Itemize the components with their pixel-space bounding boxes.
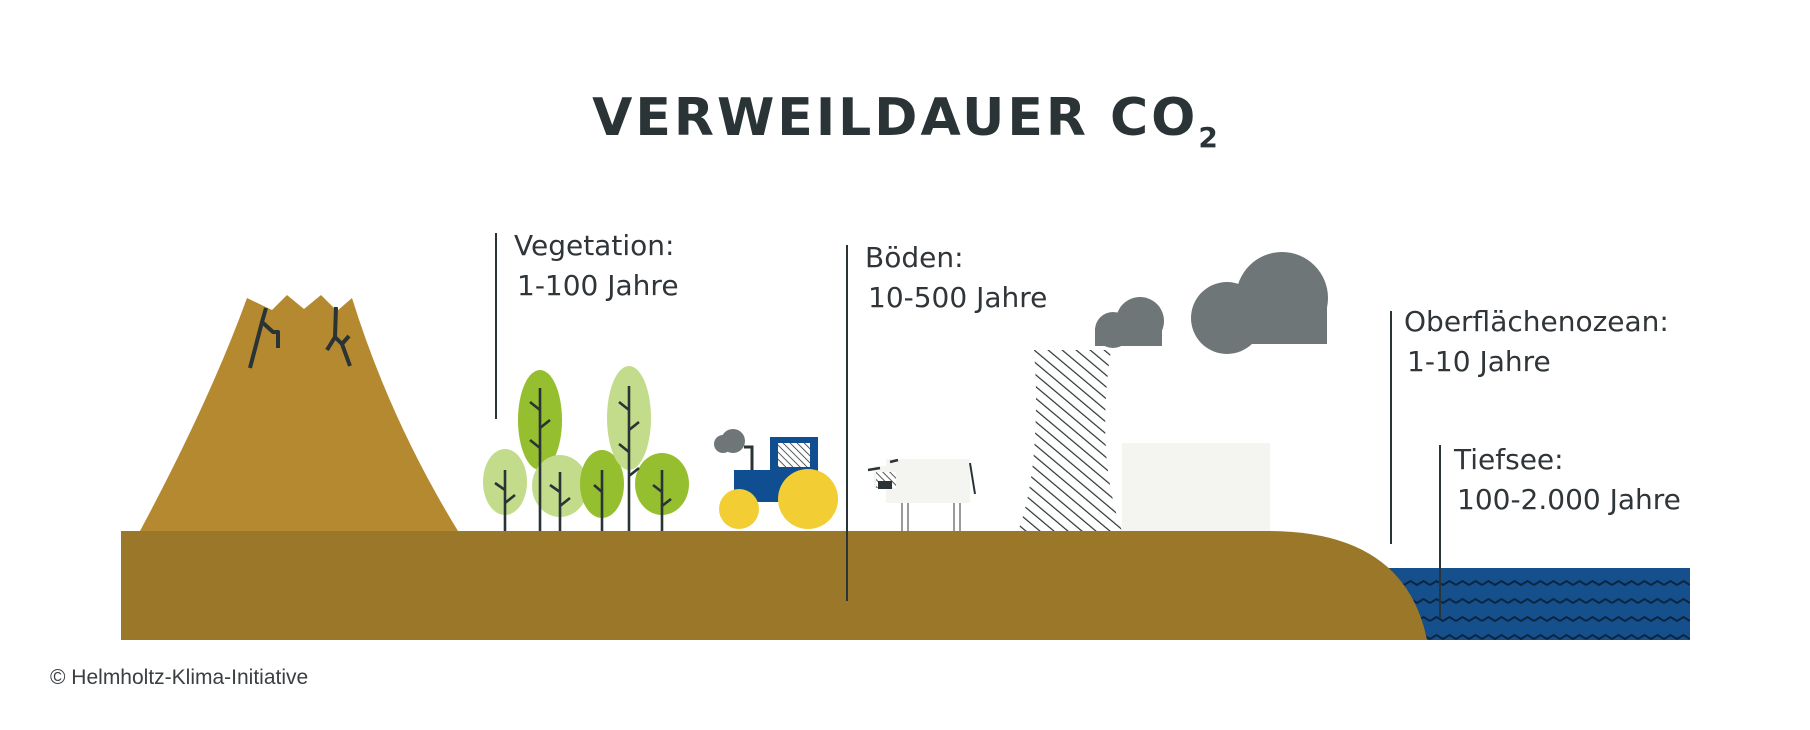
factory-icon [1122, 443, 1270, 531]
cooling-tower-icon [1018, 350, 1122, 531]
ground [121, 531, 1427, 640]
tree-icon [483, 366, 689, 531]
title-main: VERWEILDAUER CO [592, 88, 1199, 148]
label-deep-sea: Tiefsee: 100-2.000 Jahre [1454, 440, 1681, 520]
label-surface-ocean-value: 1-10 Jahre [1407, 345, 1551, 378]
page-title: VERWEILDAUER CO2 [0, 88, 1810, 154]
label-soil-value: 10-500 Jahre [868, 281, 1048, 314]
label-vegetation-name: Vegetation: [514, 229, 675, 262]
label-vegetation-value: 1-100 Jahre [517, 269, 679, 302]
label-soil: Böden: 10-500 Jahre [865, 238, 1047, 318]
label-soil-name: Böden: [865, 241, 964, 274]
cow-icon [867, 458, 976, 531]
title-subscript: 2 [1198, 121, 1218, 154]
copyright-notice: © Helmholtz-Klima-Initiative [50, 666, 309, 689]
label-deep-sea-name: Tiefsee: [1454, 443, 1564, 476]
label-vegetation: Vegetation: 1-100 Jahre [514, 226, 679, 306]
label-deep-sea-value: 100-2.000 Jahre [1457, 483, 1681, 516]
tractor-icon [714, 429, 838, 529]
cloud-icon [1095, 252, 1328, 354]
label-surface-ocean: Oberflächenozean: 1-10 Jahre [1404, 302, 1669, 382]
label-surface-ocean-name: Oberflächenozean: [1404, 305, 1669, 338]
volcano-icon [140, 295, 458, 531]
